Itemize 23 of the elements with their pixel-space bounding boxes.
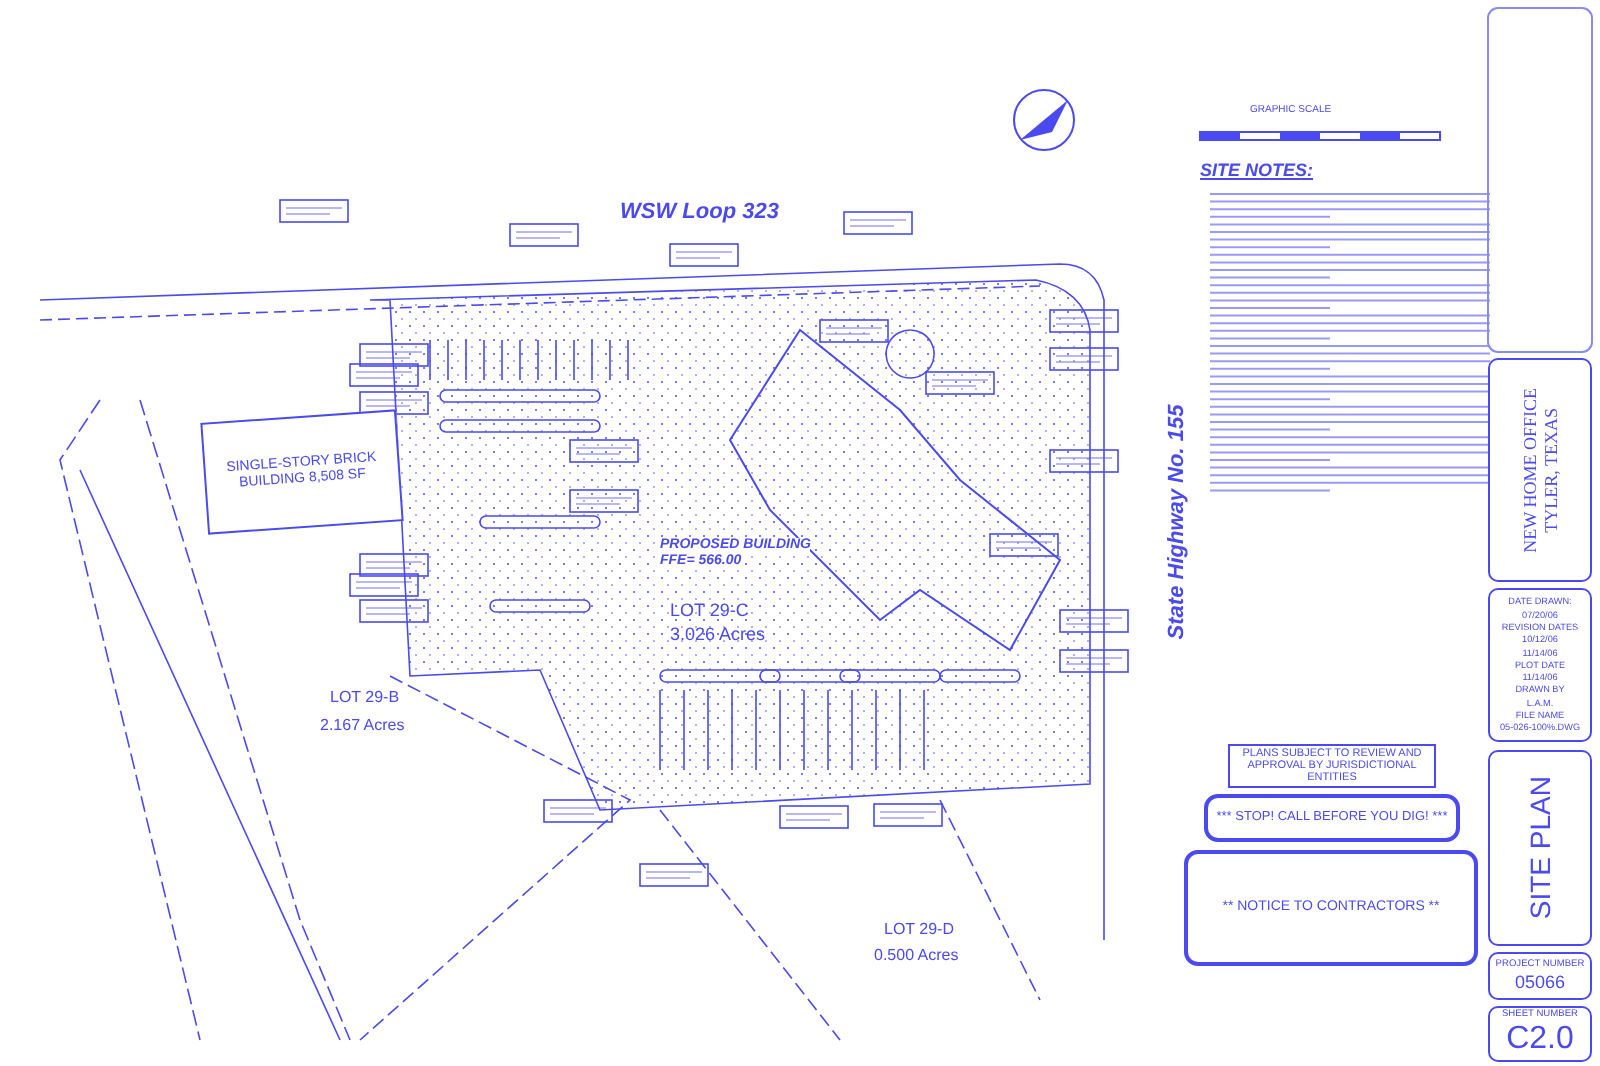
existing-building — [200, 409, 404, 535]
sheet-title-panel — [1488, 750, 1592, 946]
notice-box — [1184, 850, 1478, 966]
project-number-panel — [1488, 952, 1592, 1000]
label-text: TYLER, TEXAS — [1540, 407, 1561, 533]
road-name: State Highway No. 155 — [1165, 404, 1190, 640]
lot-label: LOT 29-B — [330, 688, 400, 706]
lot-label: LOT 29-D — [884, 920, 954, 938]
notes-heading: SITE NOTES: — [1200, 160, 1314, 180]
label-text: NEW HOME OFFICE — [1519, 387, 1540, 553]
sheet-number-panel — [1488, 1006, 1592, 1062]
label-text: 05066 — [1514, 971, 1566, 992]
label-text: C2.0 — [1506, 1021, 1574, 1058]
lot-area: 2.167 Acres — [320, 716, 405, 734]
label-text: SITE PLAN — [1523, 776, 1557, 920]
lot-label: LOT 29-C — [670, 600, 749, 620]
lot-area: 3.026 Acres — [670, 624, 766, 644]
lot-area: 0.500 Acres — [874, 946, 959, 964]
review-note-box — [1228, 744, 1436, 788]
call-before-dig-box — [1204, 794, 1460, 842]
dates-panel — [1488, 588, 1592, 742]
road-name: WSW Loop 323 — [620, 200, 779, 224]
project-name-panel — [1488, 358, 1592, 582]
